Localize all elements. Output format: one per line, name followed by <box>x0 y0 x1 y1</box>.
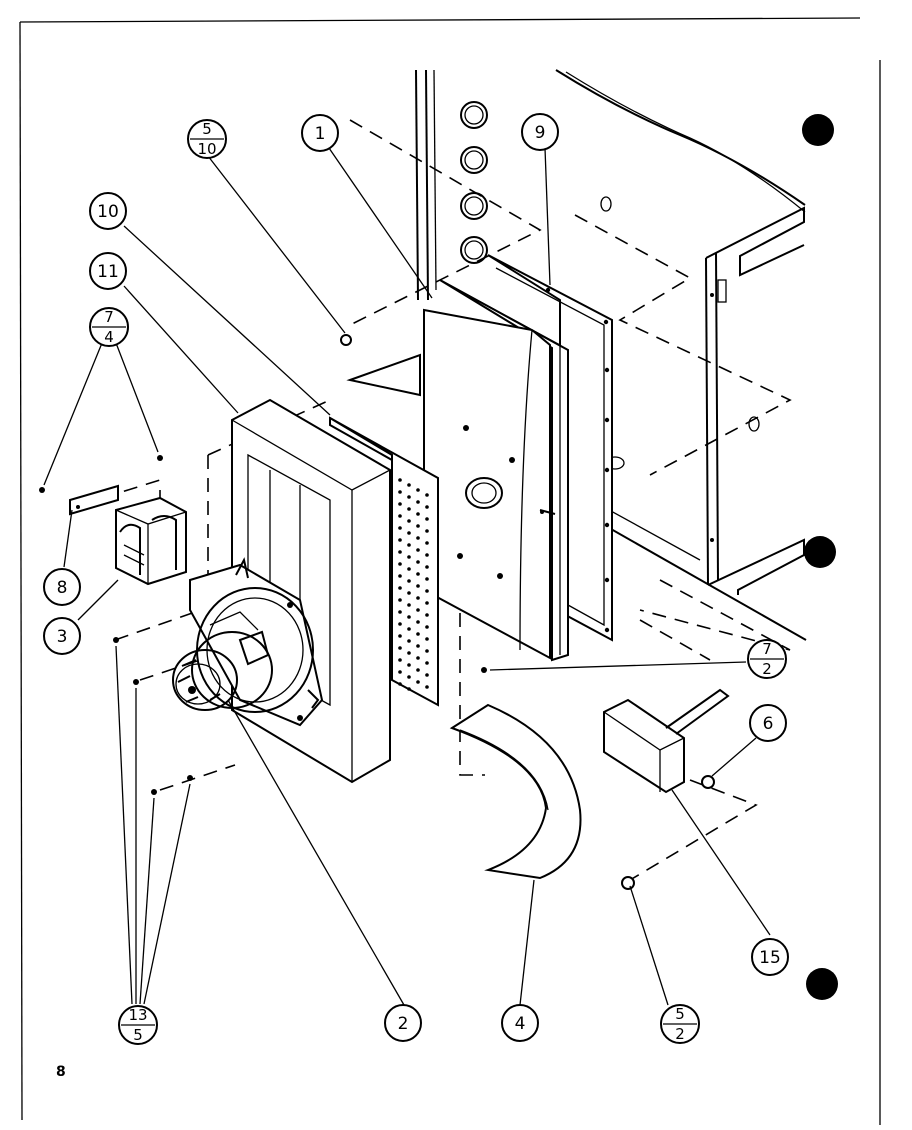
callout-7-2: 7 2 <box>747 639 787 679</box>
callout-7-2-top: 7 <box>762 640 772 658</box>
callout-10-label: 10 <box>97 202 119 222</box>
callout-8: 8 <box>43 568 81 606</box>
callout-5-10: 5 10 <box>187 119 227 159</box>
registration-dots <box>802 114 838 1000</box>
knockout-rings <box>460 101 488 264</box>
callout-3: 3 <box>43 617 81 655</box>
page-number: 8 <box>56 1064 66 1080</box>
callout-1: 1 <box>301 114 339 152</box>
callout-7-4-top: 7 <box>104 308 114 326</box>
leader-lines <box>43 147 771 1006</box>
callout-5-10-top: 5 <box>202 120 212 138</box>
callout-1-label: 1 <box>315 124 326 144</box>
callout-7-2-bottom: 2 <box>762 660 772 678</box>
bracket-part-8 <box>69 484 119 516</box>
transformer-part-3 <box>115 496 187 586</box>
callout-5-2-bottom: 2 <box>675 1025 685 1043</box>
callout-11-label: 11 <box>97 262 119 282</box>
callout-8-label: 8 <box>57 578 68 598</box>
callout-7-4: 7 4 <box>89 307 129 347</box>
control-box-part-15 <box>603 688 730 794</box>
callout-2: 2 <box>384 1004 422 1042</box>
curved-cover-part-4 <box>449 703 582 880</box>
callout-5-10-bottom: 10 <box>197 140 216 158</box>
callout-9: 9 <box>521 113 559 151</box>
callout-9-label: 9 <box>535 123 546 143</box>
cabinet-structure <box>346 69 807 641</box>
callout-4: 4 <box>501 1004 539 1042</box>
callout-3-label: 3 <box>57 627 68 647</box>
callout-11: 11 <box>89 252 127 290</box>
callout-13-5-bottom: 5 <box>133 1026 143 1044</box>
blower-motor-part-2 <box>172 557 324 727</box>
callout-13-5-top: 13 <box>128 1006 147 1024</box>
plenum-box-part-1 <box>423 279 569 662</box>
perforated-plate-part-10 <box>329 416 439 707</box>
callout-6-label: 6 <box>763 714 774 734</box>
callout-4-label: 4 <box>515 1014 526 1034</box>
callout-10: 10 <box>89 192 127 230</box>
callout-15-label: 15 <box>759 948 781 968</box>
callout-13-5: 13 5 <box>118 1005 158 1045</box>
gasket-part-9 <box>487 254 613 642</box>
fasteners <box>39 334 715 890</box>
callout-6: 6 <box>749 704 787 742</box>
callout-7-4-bottom: 4 <box>104 328 114 346</box>
callout-5-2: 5 2 <box>660 1004 700 1044</box>
callout-2-label: 2 <box>398 1014 409 1034</box>
callout-5-2-top: 5 <box>675 1005 685 1023</box>
page-frame <box>19 17 881 1125</box>
callout-15: 15 <box>751 938 789 976</box>
